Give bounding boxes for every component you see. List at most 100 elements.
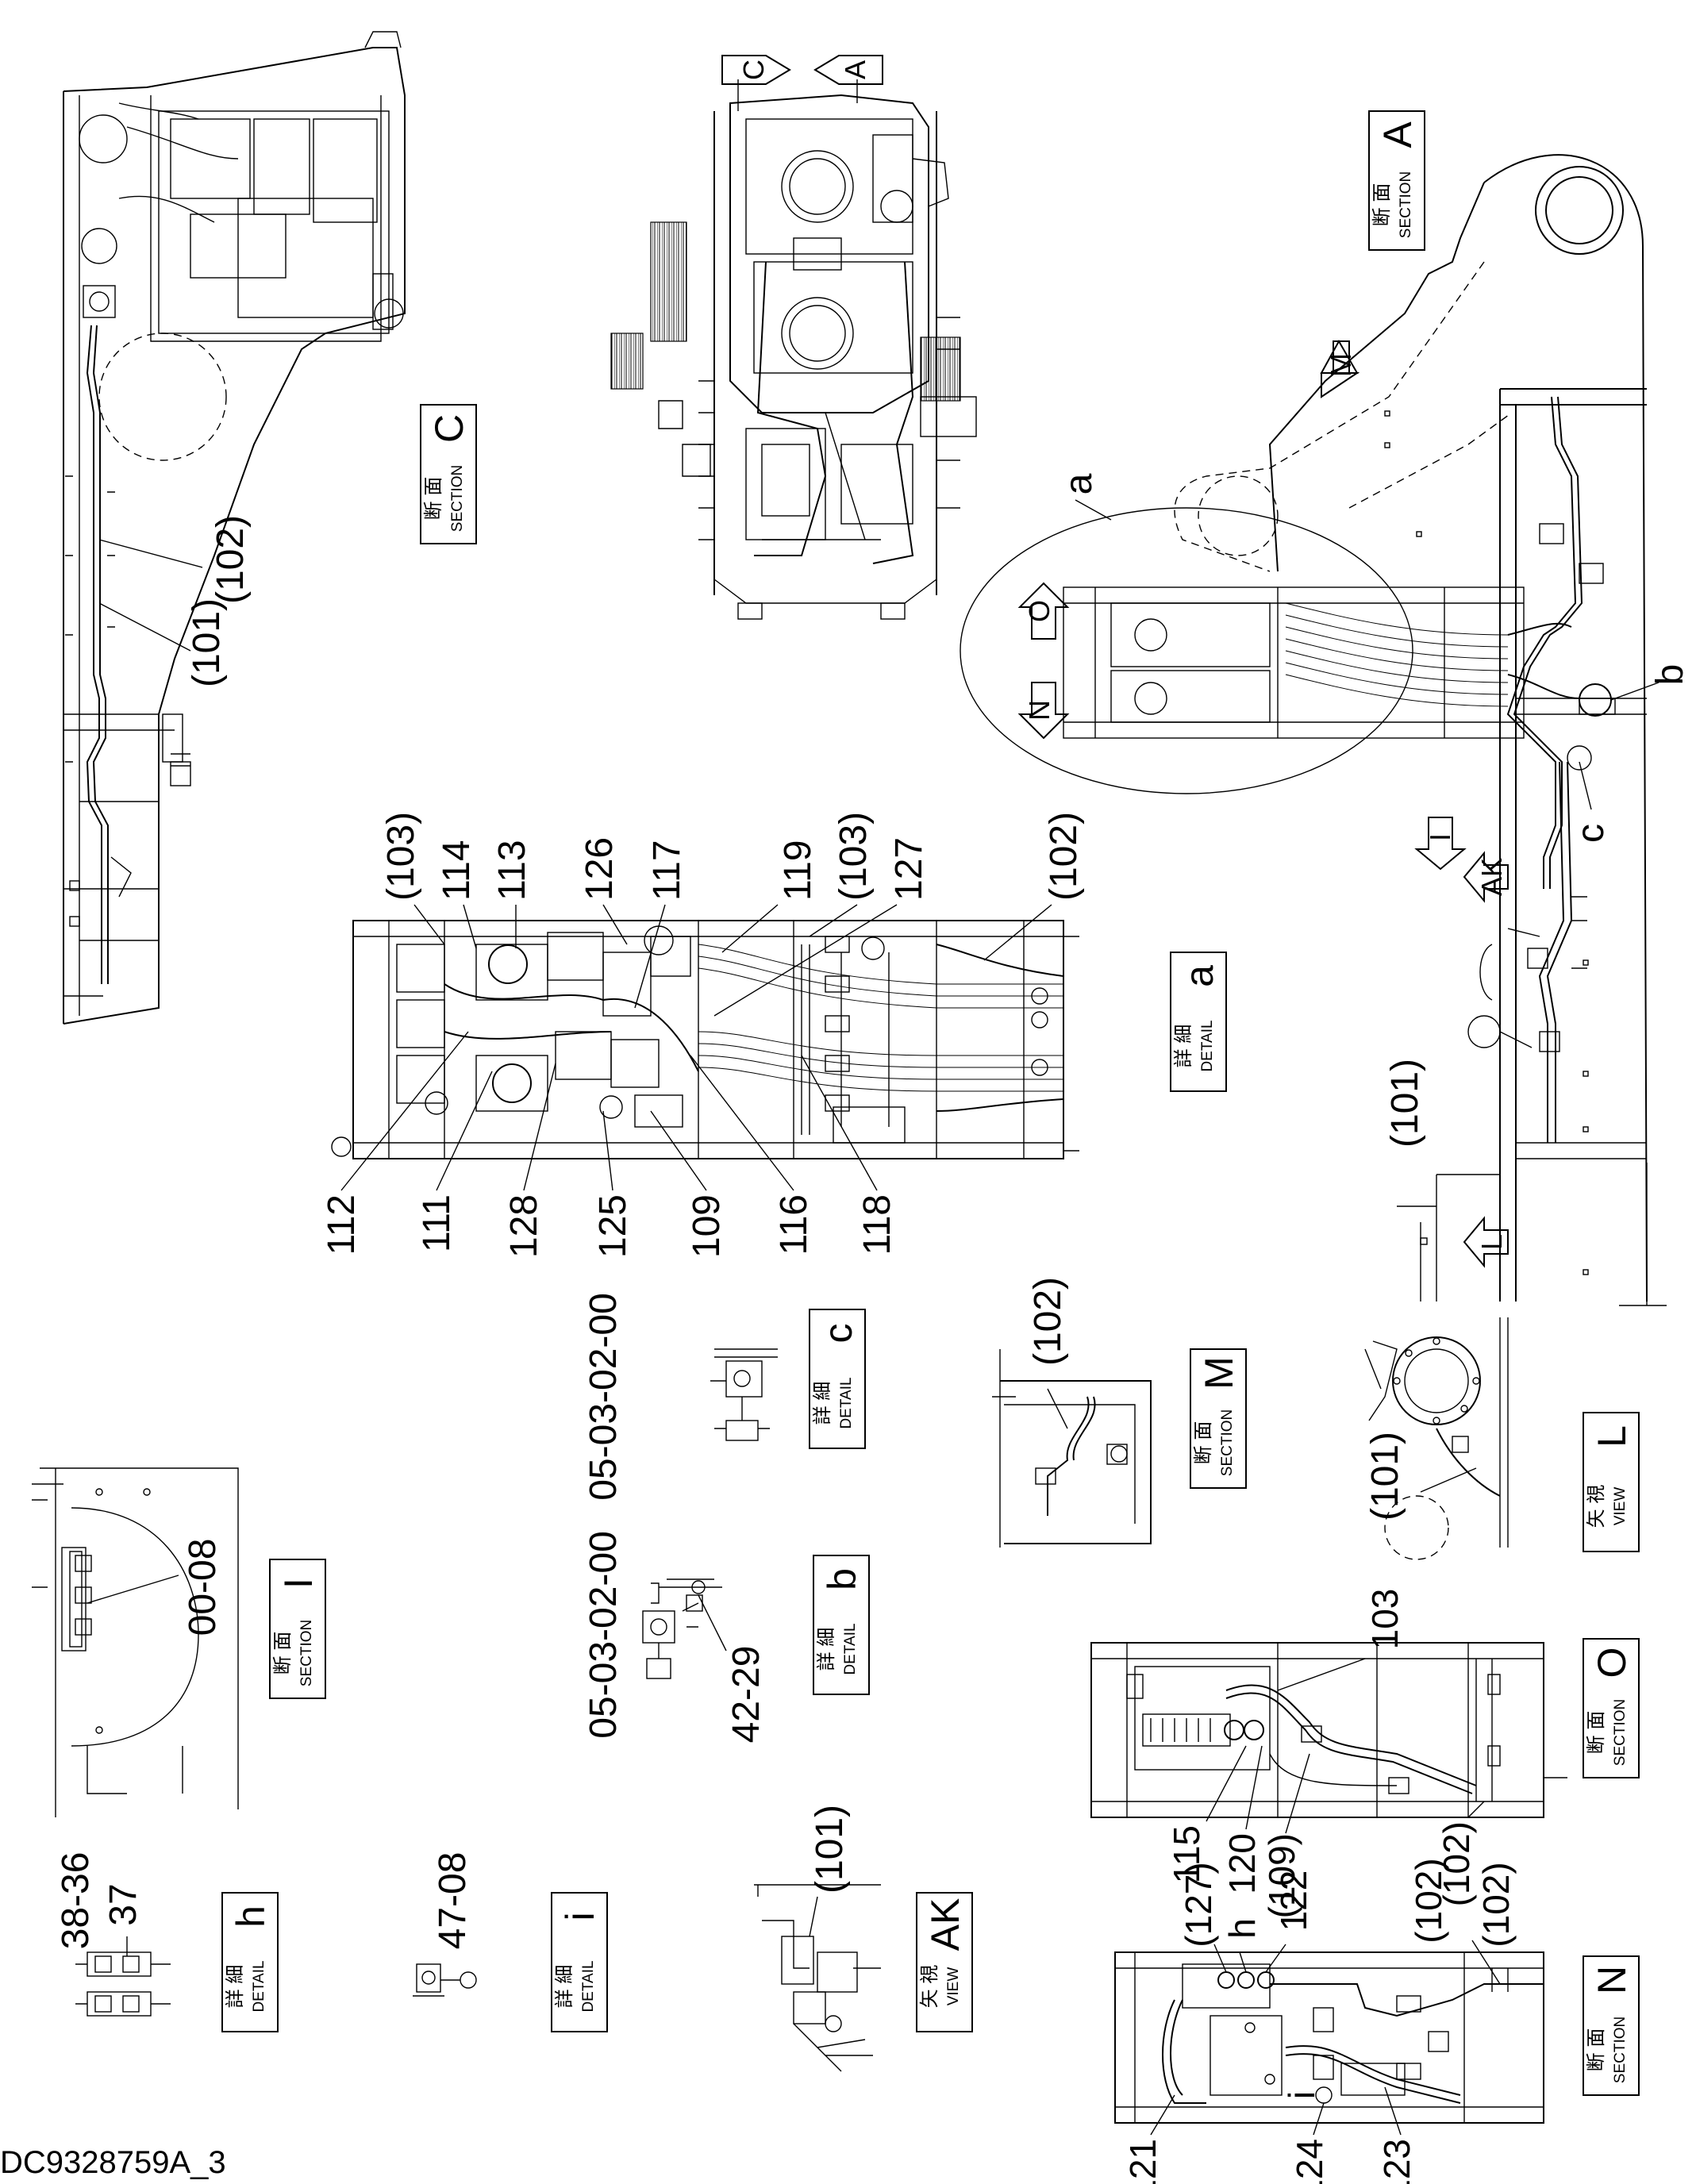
- detail-a-region: [960, 507, 1659, 794]
- view-arrow-o-label: O: [1023, 600, 1056, 622]
- callout-detail-h-37: 37: [102, 1883, 144, 1925]
- label-detail-a-en: DETAIL: [1199, 1020, 1216, 1071]
- label-detail-b: 詳 細 DETAIL b: [816, 1568, 864, 1675]
- label-detail-h: 詳 細 DETAIL h: [225, 1905, 273, 2012]
- label-detail-h-en: DETAIL: [251, 1960, 267, 2012]
- label-section-a-jp: 断 面: [1371, 183, 1393, 227]
- label-detail-i: 詳 細 DETAIL i: [554, 1912, 602, 2012]
- label-detail-a: 詳 細 DETAIL a: [1173, 965, 1221, 1072]
- label-detail-c: 詳 細 DETAIL c: [812, 1324, 860, 1429]
- view-ak-drawing: [754, 1884, 881, 2072]
- label-detail-i-jp: 詳 細: [554, 1965, 575, 2009]
- detail-a-marker: a: [1058, 473, 1100, 494]
- view-arrow-n-label: N: [1023, 700, 1056, 721]
- label-section-n-jp: 断 面: [1586, 2028, 1607, 2072]
- label-section-a-en: SECTION: [1398, 171, 1414, 238]
- label-view-l: 矢 視 VIEW L: [1586, 1425, 1634, 1528]
- section-a-drawing: [1174, 154, 1667, 1306]
- label-section-a: 断 面 SECTION A: [1371, 121, 1420, 239]
- callout-a-113: 113: [491, 840, 533, 901]
- section-i-drawing: [32, 1467, 239, 1817]
- label-section-n-en: SECTION: [1612, 2017, 1629, 2083]
- callout-a-102: (102): [1043, 812, 1085, 901]
- detail-b-marker: b: [1649, 664, 1691, 686]
- label-detail-i-en: DETAIL: [580, 1960, 597, 2012]
- detail-h-drawing: [75, 1936, 171, 2017]
- callout-section-n-122: 122: [1273, 1871, 1314, 1932]
- detail-i-drawing: [413, 1963, 477, 1997]
- section-c-drawing: [63, 31, 406, 1025]
- label-section-m: 断 面 SECTION M: [1193, 1356, 1241, 1476]
- callout-a-109: 109: [686, 1194, 728, 1258]
- label-boxes: [221, 110, 1640, 2096]
- callout-section-o-109: (109): [1261, 1833, 1302, 1918]
- label-view-l-jp: 矢 視: [1586, 1485, 1607, 1528]
- label-detail-h-jp: 詳 細: [225, 1965, 246, 2009]
- label-section-m-en: SECTION: [1219, 1409, 1236, 1476]
- callout-section-o-115: 115: [1166, 1825, 1207, 1883]
- section-m-drawing: [992, 1349, 1152, 1548]
- callout-a-126: 126: [579, 837, 621, 901]
- section-o-drawing: [1090, 1642, 1567, 1834]
- callout-a-117: 117: [646, 840, 688, 901]
- label-section-i-en: SECTION: [298, 1620, 315, 1686]
- label-detail-a-jp: 詳 細: [1173, 1025, 1194, 1068]
- label-detail-a-letter: a: [1177, 965, 1221, 987]
- label-section-m-jp: 断 面: [1193, 1421, 1214, 1465]
- label-section-o-letter: O: [1590, 1648, 1634, 1678]
- callout-section-o-120: 120: [1221, 1833, 1263, 1894]
- detail-b-drawing: [642, 1578, 727, 1679]
- callout-a-119: 119: [777, 840, 819, 901]
- view-arrow-ak-label: AK: [1475, 858, 1508, 896]
- callout-view-l-101: (101): [1364, 1432, 1406, 1521]
- callouts: (102) (101) (103) 114 113 126 117 119 (1…: [55, 515, 1517, 2184]
- callout-section-n-102-upper: (102): [1408, 1858, 1449, 1943]
- callout-a-127: 127: [888, 837, 930, 901]
- callout-a-125: 125: [592, 1194, 634, 1258]
- section-n-drawing: [1114, 1940, 1544, 2136]
- callout-a-114: 114: [436, 840, 478, 901]
- callout-section-n-121: 121: [1122, 2139, 1163, 2184]
- callout-a-103-right: (103): [833, 812, 875, 901]
- callout-a-111: 111: [416, 1194, 458, 1252]
- label-section-i: 断 面 SECTION I: [272, 1578, 321, 1686]
- detail-c-leader: [1579, 761, 1592, 810]
- label-view-ak-jp: 矢 視: [919, 1965, 940, 2009]
- callout-section-c-102: (102): [210, 515, 252, 604]
- label-view-l-letter: L: [1590, 1425, 1634, 1448]
- callout-view-ak-101: (101): [809, 1805, 851, 1894]
- callout-detail-i-part: 47-08: [432, 1852, 474, 1950]
- detail-a-leader: [1075, 499, 1112, 521]
- callout-a-116: 116: [773, 1194, 815, 1255]
- label-section-o-en: SECTION: [1612, 1699, 1629, 1766]
- view-arrow-c-label: C: [737, 60, 770, 80]
- label-view-ak-letter: AK: [923, 1898, 967, 1951]
- label-view-l-en: VIEW: [1612, 1487, 1629, 1526]
- view-arrows-section-a: [1017, 339, 1509, 1268]
- callout-section-n-124: 124: [1289, 2139, 1330, 2184]
- callout-detail-b-4229: 42-29: [725, 1646, 767, 1744]
- callout-section-c-101: (101): [186, 598, 228, 687]
- callout-a-112: 112: [321, 1194, 363, 1255]
- label-detail-i-letter: i: [558, 1912, 602, 1921]
- label-section-c-en: SECTION: [449, 465, 466, 532]
- drawing-number: DC9328759A_3: [0, 2145, 226, 2180]
- callout-a-103-left: (103): [380, 812, 422, 901]
- callout-section-a-101: (101): [1384, 1059, 1426, 1148]
- label-detail-b-en: DETAIL: [842, 1623, 859, 1675]
- label-section-i-letter: I: [276, 1578, 321, 1589]
- label-section-c: 断 面 SECTION C: [423, 414, 471, 532]
- callout-section-n-i: i: [1281, 2091, 1322, 2099]
- detail-a-drawing: [331, 904, 1079, 1191]
- label-view-ak-en: VIEW: [945, 1967, 962, 2006]
- callout-a-128: 128: [503, 1194, 545, 1258]
- detail-c-drawing: [710, 1348, 778, 1441]
- label-detail-b-letter: b: [820, 1568, 864, 1590]
- view-l-drawing: [1364, 1317, 1509, 1560]
- callout-a-118: 118: [856, 1194, 898, 1255]
- label-detail-h-letter: h: [229, 1905, 273, 1928]
- callout-detail-b-part: 05-03-02-00: [583, 1531, 625, 1739]
- callout-section-o-102: (102): [1436, 1821, 1477, 1906]
- callout-detail-h-3836: 38-36: [55, 1852, 97, 1950]
